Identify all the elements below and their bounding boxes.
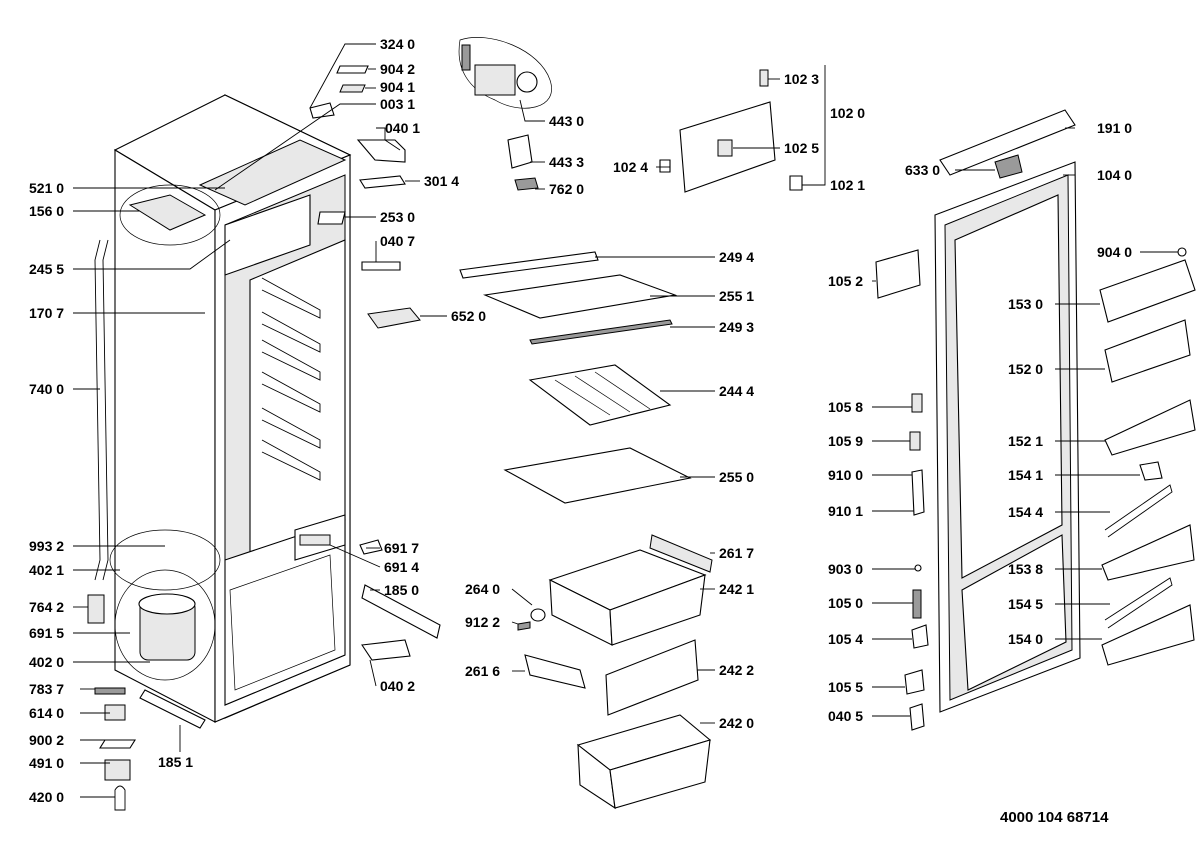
callout-614-0: 614 0 [29, 705, 64, 721]
callout-253-0: 253 0 [380, 209, 415, 225]
callout-261-7: 261 7 [719, 545, 754, 561]
callout-910-1: 910 1 [828, 503, 863, 519]
callout-249-3: 249 3 [719, 319, 754, 335]
callout-443-0: 443 0 [549, 113, 584, 129]
callout-156-0: 156 0 [29, 203, 64, 219]
callout-040-5: 040 5 [828, 708, 863, 724]
callout-245-5: 245 5 [29, 261, 64, 277]
callout-904-2: 904 2 [380, 61, 415, 77]
callout-249-4: 249 4 [719, 249, 754, 265]
door-parts [875, 109, 1196, 731]
callout-152-1: 152 1 [1008, 433, 1043, 449]
callout-762-0: 762 0 [549, 181, 584, 197]
callout-691-5: 691 5 [29, 625, 64, 641]
callout-105-0: 105 0 [828, 595, 863, 611]
callout-900-2: 900 2 [29, 732, 64, 748]
cabinet-body [87, 65, 441, 811]
callout-102-4: 102 4 [613, 159, 648, 175]
callout-521-0: 521 0 [29, 180, 64, 196]
callout-105-9: 105 9 [828, 433, 863, 449]
callout-185-1: 185 1 [158, 754, 193, 770]
callout-191-0: 191 0 [1097, 120, 1132, 136]
callout-040-2: 040 2 [380, 678, 415, 694]
callout-040-7: 040 7 [380, 233, 415, 249]
callout-102-5: 102 5 [784, 140, 819, 156]
callout-154-1: 154 1 [1008, 467, 1043, 483]
callout-255-1: 255 1 [719, 288, 754, 304]
callout-783-7: 783 7 [29, 681, 64, 697]
callout-105-4: 105 4 [828, 631, 863, 647]
callout-105-5: 105 5 [828, 679, 863, 695]
callout-labels: 324 0 904 2 904 1 003 1 040 1 301 4 521 … [29, 36, 1132, 826]
callout-691-7: 691 7 [384, 540, 419, 556]
callout-255-0: 255 0 [719, 469, 754, 485]
callout-652-0: 652 0 [451, 308, 486, 324]
callout-185-0: 185 0 [384, 582, 419, 598]
callout-153-8: 153 8 [1008, 561, 1043, 577]
callout-740-0: 740 0 [29, 381, 64, 397]
callout-993-2: 993 2 [29, 538, 64, 554]
callout-242-2: 242 2 [719, 662, 754, 678]
callout-764-2: 764 2 [29, 599, 64, 615]
callout-691-4: 691 4 [384, 559, 419, 575]
callout-242-1: 242 1 [719, 581, 754, 597]
callout-170-7: 170 7 [29, 305, 64, 321]
callout-102-3: 102 3 [784, 71, 819, 87]
callout-242-0: 242 0 [719, 715, 754, 731]
center-parts [458, 37, 803, 810]
callout-244-4: 244 4 [719, 383, 754, 399]
callout-904-0: 904 0 [1097, 244, 1132, 260]
callout-443-3: 443 3 [549, 154, 584, 170]
callout-154-0: 154 0 [1008, 631, 1043, 647]
callout-154-4: 154 4 [1008, 504, 1043, 520]
callout-104-0: 104 0 [1097, 167, 1132, 183]
callout-102-0: 102 0 [830, 105, 865, 121]
callout-105-2: 105 2 [828, 273, 863, 289]
callout-102-1: 102 1 [830, 177, 865, 193]
callout-633-0: 633 0 [905, 162, 940, 178]
callout-153-0: 153 0 [1008, 296, 1043, 312]
callout-402-0: 402 0 [29, 654, 64, 670]
leader-lines [73, 43, 1178, 798]
callout-105-8: 105 8 [828, 399, 863, 415]
document-number: 4000 104 68714 [1000, 809, 1109, 826]
shelf-supports [261, 277, 321, 481]
callout-904-1: 904 1 [380, 79, 415, 95]
callout-324-0: 324 0 [380, 36, 415, 52]
callout-910-0: 910 0 [828, 467, 863, 483]
callout-152-0: 152 0 [1008, 361, 1043, 377]
callout-912-2: 912 2 [465, 614, 500, 630]
callout-903-0: 903 0 [828, 561, 863, 577]
callout-040-1: 040 1 [385, 120, 420, 136]
callout-420-0: 420 0 [29, 789, 64, 805]
callout-301-4: 301 4 [424, 173, 459, 189]
callout-154-5: 154 5 [1008, 596, 1043, 612]
callout-264-0: 264 0 [465, 581, 500, 597]
callout-261-6: 261 6 [465, 663, 500, 679]
callout-402-1: 402 1 [29, 562, 64, 578]
callout-003-1: 003 1 [380, 96, 415, 112]
callout-491-0: 491 0 [29, 755, 64, 771]
